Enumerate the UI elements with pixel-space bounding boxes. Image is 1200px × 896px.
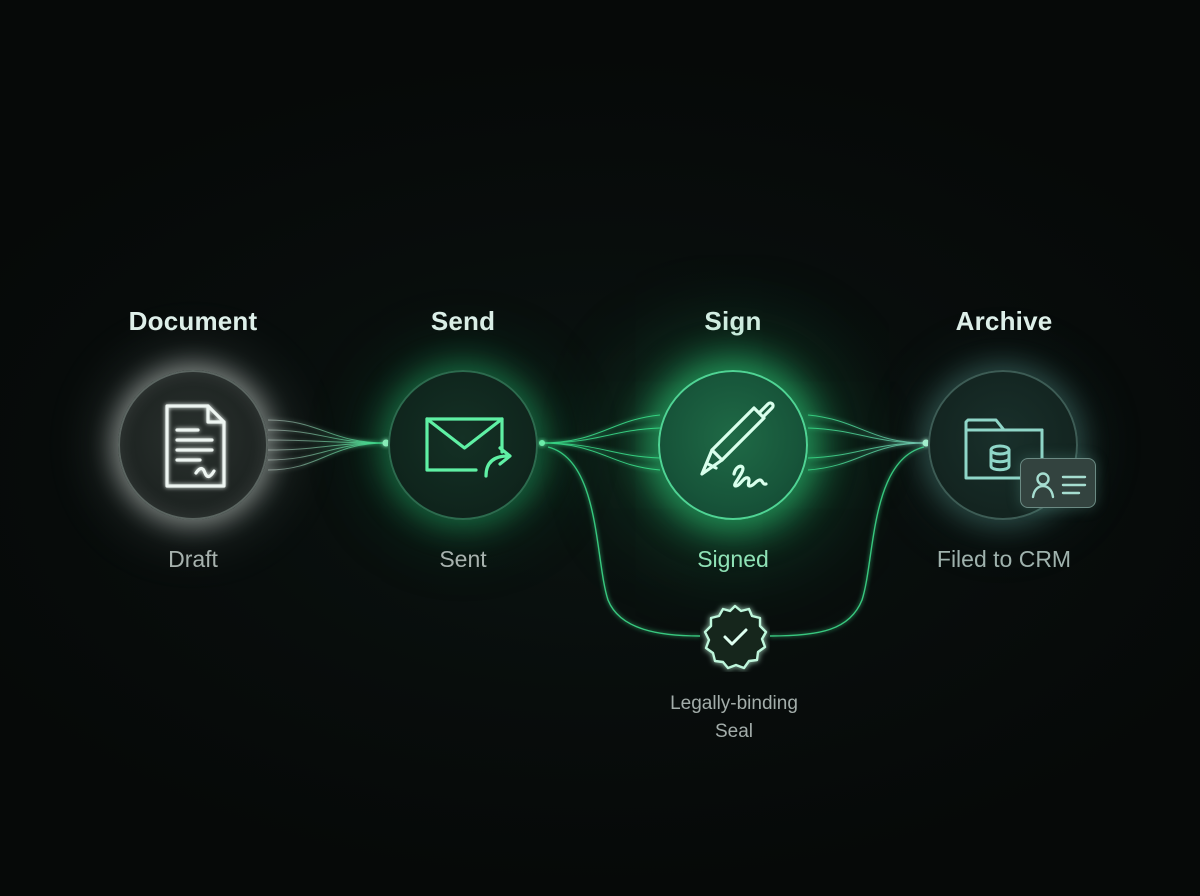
seal-label-line2: Seal xyxy=(714,721,754,742)
folder-database-icon xyxy=(964,418,1044,480)
verified-seal-icon xyxy=(700,602,770,672)
seal-label-line1: Legally-binding xyxy=(670,693,798,714)
step-status-sent: Sent xyxy=(439,546,487,572)
document-icon xyxy=(165,404,226,488)
connector-document-send xyxy=(267,419,387,471)
connector-seal-branch xyxy=(547,446,925,637)
step-status-draft: Draft xyxy=(168,546,218,572)
node-document xyxy=(118,370,268,520)
step-title-archive: Archive xyxy=(955,306,1053,336)
node-sign xyxy=(658,370,808,520)
connector-send-sign xyxy=(539,414,661,471)
contact-card-icon xyxy=(1020,458,1096,508)
connector-sign-archive xyxy=(807,414,927,471)
step-status-filed: Filed to CRM xyxy=(936,546,1072,572)
pen-signature-icon xyxy=(700,401,775,488)
node-send xyxy=(388,370,538,520)
step-status-signed: Signed xyxy=(697,546,769,572)
seal-label: Legally-binding Seal xyxy=(614,690,854,746)
step-title-send: Send xyxy=(430,306,496,336)
step-title-document: Document xyxy=(128,306,258,336)
envelope-send-icon xyxy=(425,417,512,478)
node-archive xyxy=(928,370,1078,520)
step-title-sign: Sign xyxy=(704,306,762,336)
